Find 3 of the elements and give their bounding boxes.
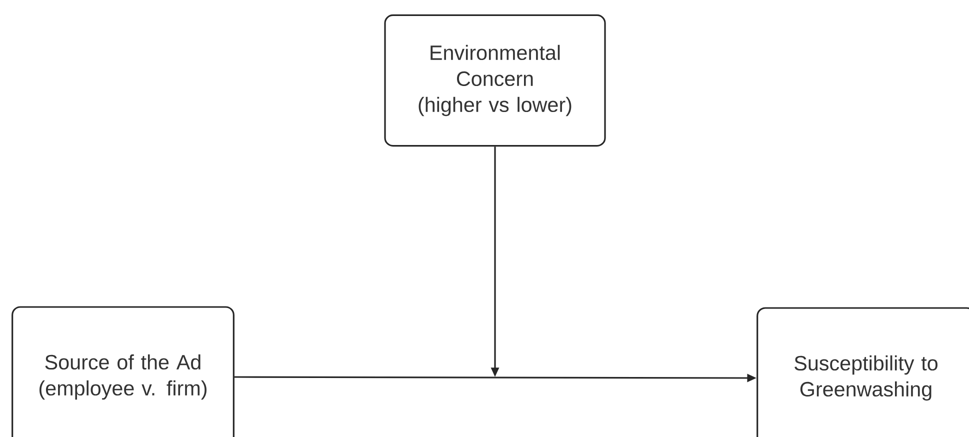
process-box: Susceptibility to Greenwashing bbox=[756, 307, 969, 437]
process-box: Source of the Ad (employee v. firm) bbox=[12, 306, 234, 437]
process-box: Environmental Concern (higher vs lower) bbox=[384, 14, 606, 147]
